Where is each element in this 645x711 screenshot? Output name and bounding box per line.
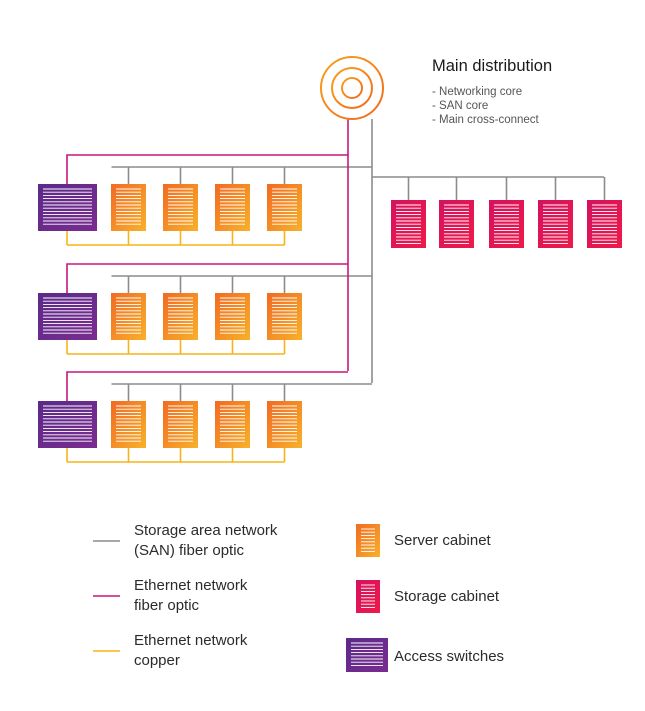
access-switch — [38, 293, 97, 340]
access-switch — [38, 401, 97, 448]
storage-cabinet — [391, 200, 426, 248]
storage-cabinet — [439, 200, 474, 248]
legend-server-label: Server cabinet — [394, 532, 492, 549]
storage-cabinet — [538, 200, 573, 248]
device-cabinets — [38, 184, 622, 448]
server-cabinet — [111, 293, 146, 340]
server-cabinet — [215, 401, 250, 448]
fiber-row-link — [66, 263, 348, 293]
server-cabinet — [111, 184, 146, 231]
server-cabinet — [111, 401, 146, 448]
legend-switch-icon — [346, 638, 388, 672]
main-distribution-item: - Main cross-connect — [432, 114, 540, 126]
legend-switch-label: Access switches — [394, 648, 504, 665]
legend-san-label: Storage area network — [134, 522, 278, 539]
core-outer-ring — [320, 56, 384, 120]
legend-server-icon — [356, 524, 380, 557]
core-middle-ring — [331, 67, 373, 109]
server-cabinet — [215, 293, 250, 340]
storage-cabinet — [587, 200, 622, 248]
legend-fiber-label: fiber optic — [134, 597, 200, 614]
server-cabinet — [215, 184, 250, 231]
fiber-row-link — [66, 154, 348, 184]
fiber-row-link — [66, 371, 348, 401]
legend-copper-label: copper — [134, 652, 180, 669]
connection-lines — [66, 119, 606, 463]
legend-storage-label: Storage cabinet — [394, 588, 500, 605]
legend-san-label: (SAN) fiber optic — [134, 542, 245, 559]
legend: Storage area network (SAN) fiber optic E… — [93, 522, 504, 672]
legend-switch-icon-body — [346, 638, 388, 672]
server-cabinet — [163, 401, 198, 448]
storage-cabinet — [489, 200, 524, 248]
main-distribution-title: Main distribution — [432, 57, 552, 75]
access-switch — [38, 184, 97, 231]
main-distribution-item: - Networking core — [432, 86, 522, 98]
main-distribution-item: - SAN core — [432, 100, 488, 112]
legend-copper-label: Ethernet network — [134, 632, 248, 649]
legend-fiber-label: Ethernet network — [134, 577, 248, 594]
server-cabinet — [267, 401, 302, 448]
server-cabinet — [163, 184, 198, 231]
core-inner-ring — [341, 77, 363, 99]
main-distribution-core — [320, 56, 384, 120]
legend-storage-icon — [356, 580, 380, 613]
server-cabinet — [163, 293, 198, 340]
server-cabinet — [267, 184, 302, 231]
server-cabinet — [267, 293, 302, 340]
